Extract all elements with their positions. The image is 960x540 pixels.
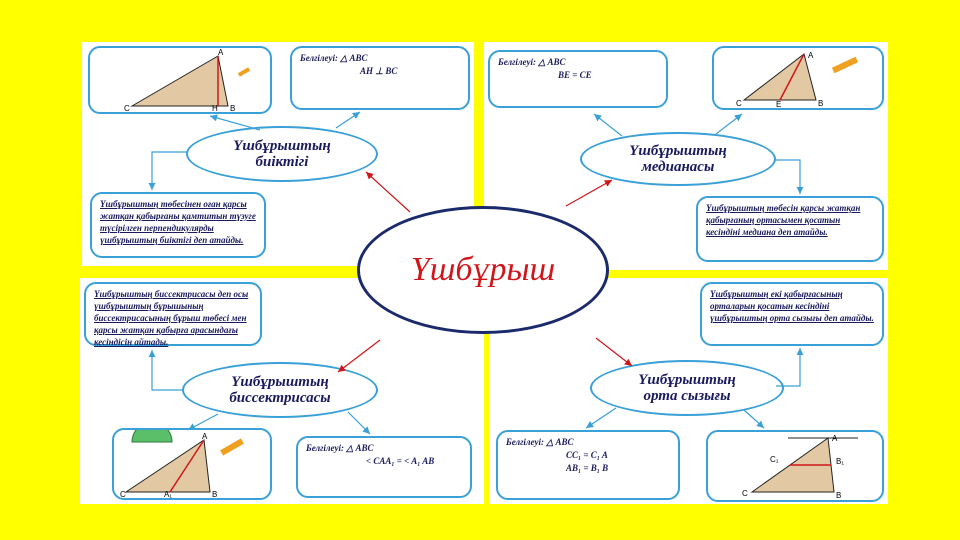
vertex-c-label: C	[736, 99, 742, 108]
bisector-definition: Үшбұрыштың биссектрисасы деп осы үшбұрыш…	[84, 282, 262, 347]
given-line: Белгілеуі: △ ABC	[506, 437, 574, 447]
connector	[209, 114, 261, 131]
vertex-b-label: B	[836, 491, 841, 500]
vertex-a-label: A	[808, 51, 814, 60]
vertex-c-label: C	[120, 490, 126, 498]
oval-line: Үшбұрыштың	[629, 143, 727, 159]
given-line: AH ⊥ BC	[360, 66, 398, 76]
oval-line: Үшбұрыштың	[231, 374, 329, 390]
vertex-a-label: A	[832, 434, 838, 443]
midline-figure-box: A B C C₁ B₁	[706, 430, 884, 502]
connector	[585, 407, 617, 429]
given-line: CC₁ = C₁ A	[566, 450, 608, 460]
oval-line: биссектрисасы	[229, 390, 331, 406]
arrow-to-midline	[595, 337, 633, 367]
connector	[715, 113, 743, 135]
foot-a1-label: A₁	[164, 490, 172, 498]
connector	[776, 348, 804, 387]
vertex-c-label: C	[742, 489, 748, 498]
pencil-icon	[220, 438, 244, 456]
pencil-icon	[237, 67, 251, 77]
height-given-box: Белгілеуі: △ ABC AH ⊥ BC	[290, 46, 470, 110]
median-figure-box: A B C E	[712, 46, 884, 110]
pencil-icon	[831, 56, 859, 74]
vertex-c-label: C	[124, 104, 130, 112]
oval-line: орта сызығы	[643, 388, 731, 404]
oval-line: Үшбұрыштың	[233, 138, 331, 154]
midline-oval: Үшбұрыштың орта сызығы	[590, 360, 784, 416]
connector	[593, 113, 623, 137]
triangle-figure: A B C E	[736, 51, 859, 109]
midline-given-box: Белгілеуі: △ ABC CC₁ = C₁ A AB₁ = B₁ B	[496, 430, 680, 500]
connector	[148, 151, 188, 190]
bisector-figure-box: A B C A₁	[112, 421, 272, 500]
given-line: Белгілеуі: △ ABC	[300, 53, 368, 63]
arrow-to-median	[565, 179, 613, 207]
midline-definition: Үшбұрыштың екі қабырғасының орталарын қо…	[700, 282, 884, 346]
vertex-b-label: B	[212, 490, 217, 498]
vertex-b-label: B	[818, 99, 823, 108]
oval-line: биіктігі	[255, 154, 309, 170]
triangle-figure: A B C C₁ B₁	[742, 434, 858, 500]
foot-h-label: H	[212, 104, 218, 112]
oval-line: медианасы	[641, 159, 715, 175]
median-definition: Үшбұрыштың төбесін қарсы жатқан қабырған…	[696, 196, 884, 262]
midpoint-b1-label: B₁	[836, 457, 844, 466]
center-title: Үшбұрыш	[410, 251, 556, 288]
triangle-figure: A B C H	[124, 48, 251, 113]
center-topic: Үшбұрыш	[357, 206, 609, 334]
median-oval: Үшбұрыштың медианасы	[580, 132, 776, 186]
given-line: AB₁ = B₁ B	[566, 463, 609, 473]
given-line: BE = CE	[558, 70, 592, 80]
connector	[187, 413, 219, 431]
connector	[743, 409, 765, 429]
arrow-to-bisector	[337, 339, 381, 373]
midpoint-c1-label: C₁	[770, 455, 779, 464]
oval-line: Үшбұрыштың	[638, 372, 736, 388]
arrow-to-height	[365, 171, 411, 213]
given-line: < CAA₁ = < A₁ AB	[366, 456, 435, 466]
height-oval: Үшбұрыштың биіктігі	[186, 126, 378, 182]
midpoint-e-label: E	[776, 100, 781, 108]
connector	[774, 159, 804, 194]
connector	[347, 411, 371, 435]
connector	[335, 111, 361, 129]
vertex-a-label: A	[218, 48, 224, 57]
median-given-box: Белгілеуі: △ ABC BE = CE	[488, 50, 668, 108]
vertex-b-label: B	[230, 104, 235, 112]
height-definition: Үшбұрыштың төбесінен оған қарсы жатқан қ…	[90, 192, 266, 258]
given-line: Белгілеуі: △ ABC	[306, 443, 374, 453]
vertex-a-label: A	[202, 432, 208, 441]
height-figure-box: A B C H	[88, 46, 272, 114]
given-line: Белгілеуі: △ ABC	[498, 57, 566, 67]
bisector-given-box: Белгілеуі: △ ABC < CAA₁ = < A₁ AB	[296, 436, 472, 498]
connector	[148, 350, 184, 391]
